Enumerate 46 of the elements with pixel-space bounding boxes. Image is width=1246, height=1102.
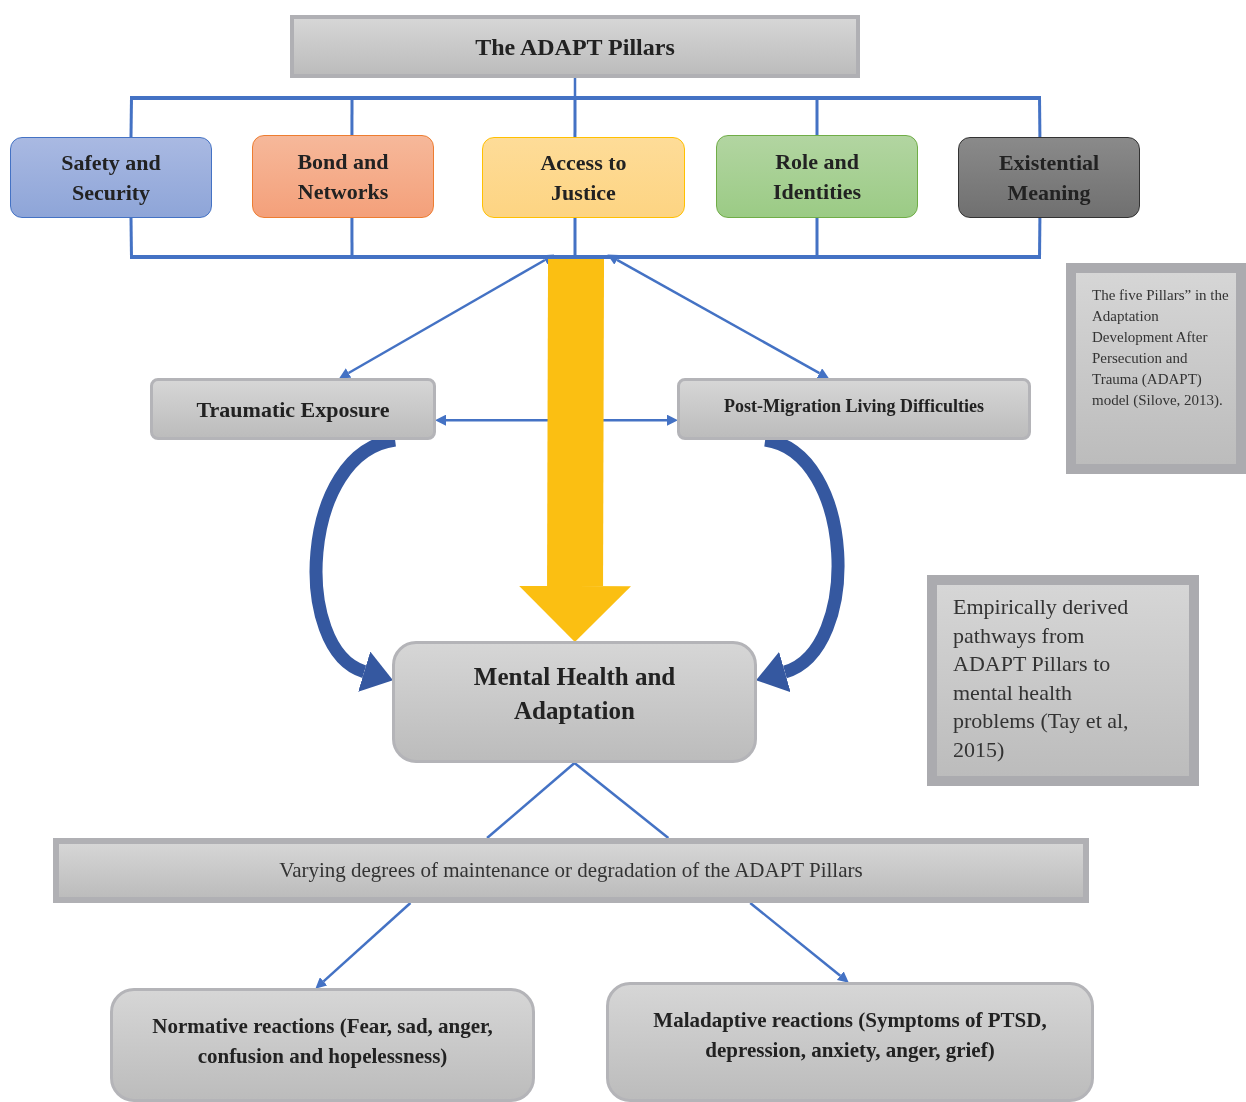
node-label: Varying degrees of maintenance or degradation of the ADAPT Pillars [279, 856, 863, 884]
connector-line [129, 218, 133, 256]
node-label: Mental Health and Adaptation [472, 662, 677, 726]
arrow [315, 902, 412, 989]
pillar-box [482, 137, 685, 218]
reaction-box [606, 982, 1094, 1102]
node-label: Safety and Security [60, 148, 162, 207]
connector-line [129, 99, 133, 137]
note-box [1066, 263, 1246, 474]
pillar-box [958, 137, 1140, 218]
node-label: Normative reactions (Fear, sad, anger, confusion and hopelessness) [151, 1013, 494, 1071]
arrow [749, 902, 849, 983]
connector-line [573, 100, 577, 137]
connector-line [1038, 218, 1042, 255]
band-box [53, 838, 1089, 903]
connector-line [573, 218, 577, 255]
node-label: The five Pillars” in the Adaptation Development After Persecution and Trauma (ADAPT) model (Silove, 2013). [1092, 286, 1230, 410]
connector-line [573, 762, 670, 839]
connector-line [815, 100, 819, 135]
frame-bar [130, 96, 1041, 100]
node-label: Empirically derived pathways from ADAPT Pillars to mental health problems (Tay et al, 2015) [953, 593, 1130, 764]
process-box [677, 378, 1031, 440]
note-box [927, 575, 1199, 786]
process-box [150, 378, 436, 440]
connector-line [350, 218, 354, 255]
connector-line [815, 218, 819, 255]
node-label: Existential Meaning [997, 148, 1101, 207]
node-label: Bond and Networks [296, 147, 390, 206]
outcome-box [392, 641, 757, 763]
pillar-box [716, 135, 918, 218]
title-box [290, 15, 860, 78]
connector-line [350, 100, 354, 135]
node-label: Traumatic Exposure [196, 395, 390, 424]
node-label: The ADAPT Pillars [475, 32, 675, 62]
pillar-box [252, 135, 434, 218]
node-label: Access to Justice [539, 148, 628, 207]
connector-line [1038, 100, 1042, 137]
pillar-box [10, 137, 212, 218]
frame-bar [130, 255, 1041, 259]
node-label: Post-Migration Living Difficulties [724, 395, 984, 418]
connector-line [573, 78, 577, 96]
reaction-box [110, 988, 535, 1102]
node-label: Maladaptive reactions (Symptoms of PTSD, depression, anxiety, anger, grief) [652, 1007, 1048, 1065]
connector-line [486, 762, 576, 839]
node-label: Role and Identities [772, 147, 862, 206]
arrow [519, 258, 632, 642]
